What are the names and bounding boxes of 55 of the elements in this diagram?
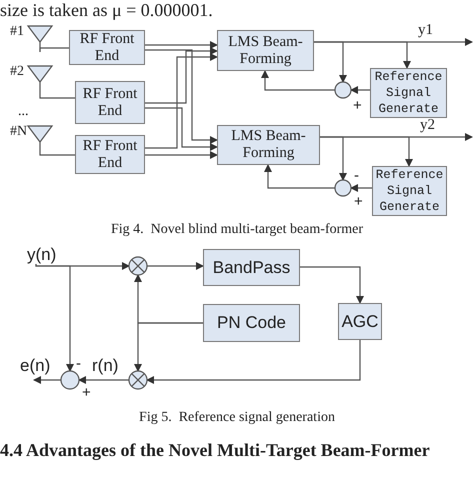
arrow xyxy=(264,164,335,189)
arrow xyxy=(146,340,361,384)
process-box: RF Front End xyxy=(69,30,145,65)
section-heading: 4.4 Advantages of the Novel Multi-Target Beam-Former xyxy=(0,440,431,461)
arrow xyxy=(78,376,129,384)
arrow xyxy=(145,47,218,104)
process-box: LMS Beam-Forming xyxy=(217,125,320,165)
arrow xyxy=(145,41,218,49)
process-box: BandPass xyxy=(203,249,300,286)
body-text: size is taken as μ = 0.000001. xyxy=(0,0,213,20)
sign-label: + xyxy=(353,97,362,114)
signal-label: y(n) xyxy=(27,246,63,264)
summing-junction xyxy=(334,81,352,99)
arrow xyxy=(350,184,372,192)
signal-label: y2 xyxy=(420,117,435,134)
process-box: Reference Signal Generate xyxy=(372,166,447,216)
sign-label: + xyxy=(82,384,91,401)
process-box: PN Code xyxy=(203,304,300,342)
arrow xyxy=(300,266,364,304)
process-box: RF Front End xyxy=(75,135,145,174)
arrow xyxy=(261,70,335,91)
arrow xyxy=(33,376,61,384)
sign-label: - xyxy=(354,167,359,184)
antenna-symbol xyxy=(26,65,54,92)
arrow xyxy=(350,86,370,94)
process-box: RF Front End xyxy=(75,81,145,124)
arrow xyxy=(314,41,347,83)
port-label: #N xyxy=(10,124,28,140)
connector-line xyxy=(39,152,75,156)
process-box: Reference Signal Generate xyxy=(370,68,447,118)
process-box: LMS Beam-Forming xyxy=(217,30,314,71)
arrow xyxy=(320,136,347,181)
signal-label: r(n) xyxy=(92,356,118,376)
arrow xyxy=(134,322,203,372)
arrow xyxy=(147,262,204,270)
signal-label: e(n) xyxy=(20,356,50,376)
summing-junction xyxy=(60,370,80,390)
antenna-symbol xyxy=(26,25,54,52)
process-box: AGC xyxy=(338,303,382,340)
arrow xyxy=(35,264,74,372)
sign-label: + xyxy=(354,193,363,210)
signal-label: y1 xyxy=(418,22,433,39)
figure-caption: Fig 5. Reference signal generation xyxy=(138,410,336,426)
multiplier-symbol xyxy=(128,256,148,276)
port-label: #2 xyxy=(10,64,24,80)
antenna-symbol xyxy=(26,125,54,152)
ellipsis-label: ... xyxy=(18,104,28,120)
sign-label: - xyxy=(76,355,81,372)
multiplier-symbol xyxy=(128,370,148,390)
arrow xyxy=(145,151,218,159)
arrow xyxy=(145,107,218,151)
figure-caption: Fig 4. Novel blind multi-target beam-former xyxy=(110,222,364,238)
connector-line xyxy=(39,92,75,99)
port-label: #1 xyxy=(10,24,24,40)
summing-junction xyxy=(334,179,352,197)
